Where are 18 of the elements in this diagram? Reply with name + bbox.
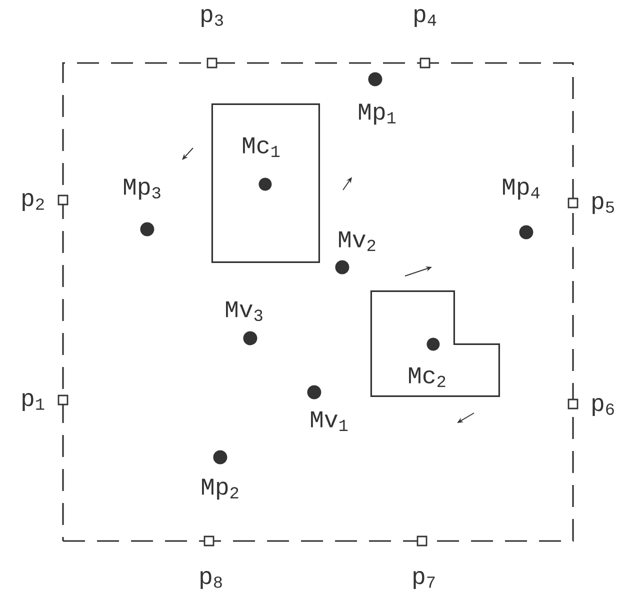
port-label: p$_{7}$ [414, 571, 435, 589]
point-label: Mp$_{2}$ [202, 478, 238, 500]
port-label: p$_{2}$ [22, 193, 44, 211]
port-label: p$_{4}$ [414, 9, 436, 27]
obstacle-region: Mc$_{1}$ [211, 103, 320, 263]
obstacle-region: Mc$_{2}$ [370, 290, 500, 397]
point-label: Mp$_{4}$ [503, 178, 540, 200]
point-label: Mv$_{1}$ [311, 411, 348, 431]
point-label: Mv$_{2}$ [339, 231, 376, 251]
port-label: p$_{8}$ [200, 571, 222, 589]
point-label: Mp$_{1}$ [359, 104, 396, 125]
boundary-region [62, 62, 574, 542]
port-label: p$_{1}$ [22, 393, 44, 411]
port-label: p$_{6}$ [592, 398, 614, 416]
port-label: p$_{5}$ [592, 196, 614, 214]
point-label: Mv$_{3}$ [226, 301, 262, 322]
point-label: Mp$_{3}$ [124, 178, 160, 200]
port-label: p$_{3}$ [202, 9, 223, 27]
